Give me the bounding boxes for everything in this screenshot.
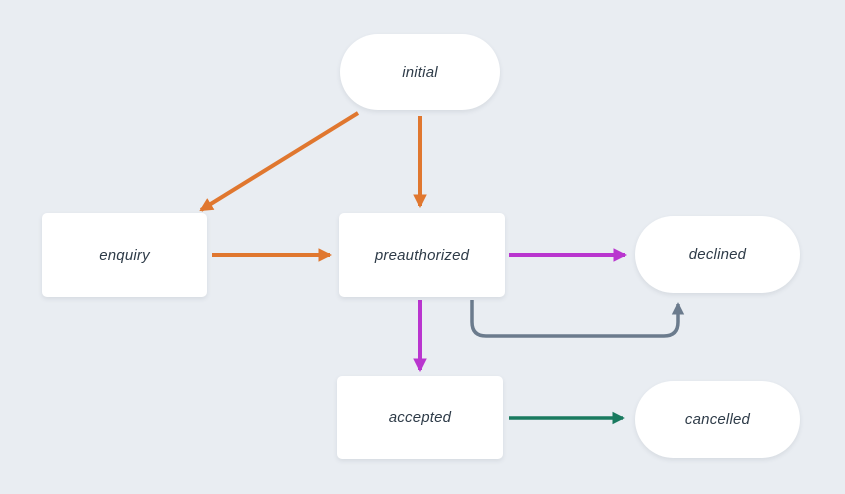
- node-cancelled: cancelled: [635, 381, 800, 458]
- node-enquiry: enquiry: [42, 213, 207, 297]
- node-accepted-label: accepted: [388, 409, 452, 426]
- node-declined: declined: [635, 216, 800, 293]
- node-cancelled-label: cancelled: [684, 411, 751, 428]
- node-preauthorized-label: preauthorized: [374, 246, 470, 264]
- node-declined-label: declined: [688, 246, 747, 263]
- edge-initial-to-enquiry: [199, 111, 360, 212]
- node-initial-label: initial: [402, 63, 438, 81]
- node-preauthorized: preauthorized: [339, 213, 505, 297]
- edge-preauthorized-to-declined-return: [470, 300, 685, 338]
- node-enquiry-label: enquiry: [99, 246, 150, 264]
- node-initial: initial: [340, 34, 500, 110]
- node-accepted: accepted: [337, 376, 503, 459]
